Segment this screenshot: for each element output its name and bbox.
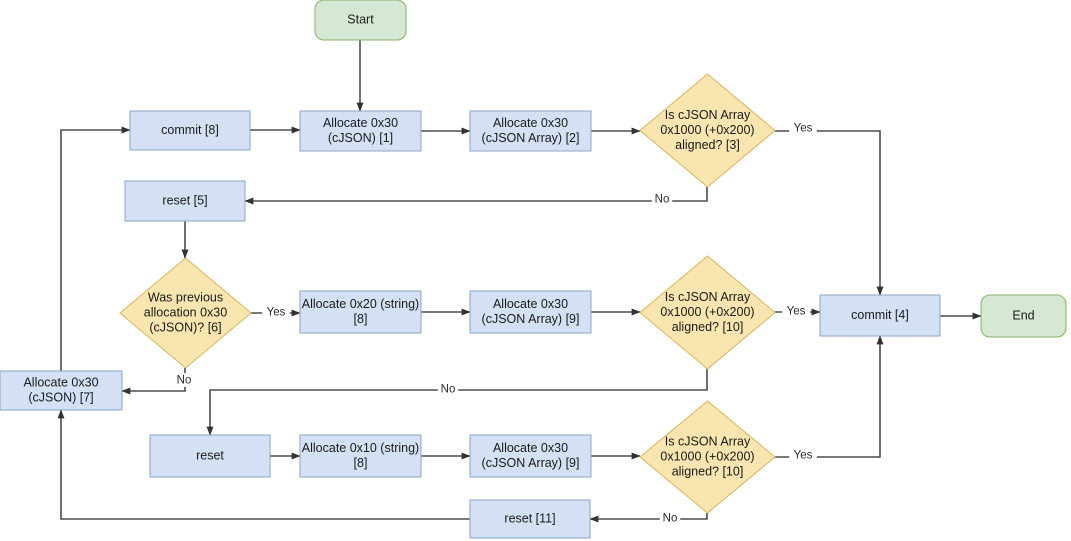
node-label-line: Allocate 0x20 (string) xyxy=(302,297,419,311)
node-commit8[interactable]: commit [8] xyxy=(129,110,251,151)
edge-label: No xyxy=(177,375,192,387)
edge-d3-to-reset5: No xyxy=(244,187,708,206)
process-shape xyxy=(129,110,251,151)
node-label-line: [8] xyxy=(354,312,368,326)
node-label-line: Allocate 0x30 xyxy=(493,297,568,311)
edge-reset11-to-n7 xyxy=(57,409,470,520)
node-label-line: Allocate 0x30 xyxy=(323,116,398,130)
terminator-shape xyxy=(314,0,407,41)
decision-shape xyxy=(639,255,776,370)
node-label-line: End xyxy=(1012,308,1034,322)
node-label-line: Allocate 0x30 xyxy=(23,375,98,389)
node-label-line: reset xyxy=(196,448,224,462)
edge-d10b-to-commit4: Yes xyxy=(775,335,884,462)
node-end[interactable]: End xyxy=(980,294,1067,338)
decision-shape xyxy=(119,257,252,369)
node-label-line: Is cJSON Array xyxy=(665,434,751,448)
edge-label-bg xyxy=(262,305,290,319)
node-label-line: (cJSON Array) [9] xyxy=(482,312,580,326)
node-n7[interactable]: Allocate 0x30(cJSON) [7] xyxy=(0,370,123,411)
process-shape xyxy=(469,434,592,478)
process-shape xyxy=(469,499,591,539)
node-label-line: 0x1000 (+0x200) xyxy=(660,305,754,319)
edge-d3-to-commit4: Yes xyxy=(775,121,884,296)
edge-label-bg xyxy=(782,304,810,318)
node-label-line: (cJSON Array) [9] xyxy=(482,456,580,470)
process-shape xyxy=(299,290,422,334)
node-label-line: [8] xyxy=(354,456,368,470)
process-shape xyxy=(124,180,246,222)
process-shape xyxy=(149,434,271,478)
node-label-line: commit [4] xyxy=(851,308,909,322)
edge-label-bg xyxy=(659,511,681,525)
edge-label: Yes xyxy=(267,307,286,319)
node-label-line: (cJSON) [7] xyxy=(28,390,93,404)
node-n1[interactable]: Allocate 0x30(cJSON) [1] xyxy=(299,110,422,152)
edge-n7-to-commit8 xyxy=(60,126,131,371)
node-label-line: Was previous xyxy=(148,290,223,304)
node-label-line: 0x1000 (+0x200) xyxy=(660,123,754,137)
edge-d10b-to-reset11: No xyxy=(589,511,708,525)
process-shape xyxy=(469,290,592,334)
node-n8b[interactable]: Allocate 0x10 (string)[8] xyxy=(299,434,422,478)
node-label-line: Allocate 0x30 xyxy=(493,116,568,130)
node-label-line: reset [11] xyxy=(504,511,555,525)
edge-d10a-to-resetb: No xyxy=(206,369,708,436)
node-reset5[interactable]: reset [5] xyxy=(124,180,246,222)
edge-label-bg xyxy=(789,121,817,135)
edge-label: Yes xyxy=(787,306,806,318)
edge-label: Yes xyxy=(794,450,813,462)
process-shape xyxy=(469,110,592,152)
edge-d10a-to-commit4: Yes xyxy=(775,304,821,318)
node-label-line: (cJSON) [1] xyxy=(328,131,393,145)
node-n8a[interactable]: Allocate 0x20 (string)[8] xyxy=(299,290,422,334)
edge-label-bg xyxy=(173,373,195,387)
node-label-line: aligned? [3] xyxy=(675,138,740,152)
edge-label-bg xyxy=(437,382,459,396)
node-label-line: Is cJSON Array xyxy=(665,108,751,122)
node-label-line: commit [8] xyxy=(161,123,219,137)
node-commit4[interactable]: commit [4] xyxy=(819,294,941,337)
process-shape xyxy=(299,434,422,478)
edge-d6-to-n7: No xyxy=(121,368,195,395)
edge-label: No xyxy=(655,194,670,206)
node-n9b[interactable]: Allocate 0x30(cJSON Array) [9] xyxy=(469,434,592,478)
edge-label-bg xyxy=(789,448,817,462)
process-shape xyxy=(0,370,123,411)
edge-d6-to-n8a: Yes xyxy=(251,305,301,319)
node-n9a[interactable]: Allocate 0x30(cJSON Array) [9] xyxy=(469,290,592,334)
node-label-line: Allocate 0x10 (string) xyxy=(302,441,419,455)
process-shape xyxy=(819,294,941,337)
decision-shape xyxy=(639,400,776,514)
node-label-line: Is cJSON Array xyxy=(665,290,751,304)
node-label-line: Start xyxy=(347,12,374,26)
node-label-line: Allocate 0x30 xyxy=(493,441,568,455)
edge-label: No xyxy=(663,513,678,525)
node-n2[interactable]: Allocate 0x30(cJSON Array) [2] xyxy=(469,110,592,152)
edge-label-bg xyxy=(651,192,673,206)
node-label-line: aligned? [10] xyxy=(672,464,744,478)
node-label-line: (cJSON Array) [2] xyxy=(482,131,580,145)
process-shape xyxy=(299,110,422,152)
node-start[interactable]: Start xyxy=(314,0,407,41)
edge-label: Yes xyxy=(794,123,813,135)
node-label-line: 0x1000 (+0x200) xyxy=(660,449,754,463)
node-reset11[interactable]: reset [11] xyxy=(469,499,591,539)
node-label-line: reset [5] xyxy=(162,193,207,207)
decision-shape xyxy=(639,73,776,188)
edge-label: No xyxy=(441,384,456,396)
node-label-line: (cJSON)? [6] xyxy=(149,320,221,334)
node-label-line: aligned? [10] xyxy=(672,320,744,334)
node-label-line: allocation 0x30 xyxy=(144,305,227,319)
terminator-shape xyxy=(980,294,1067,338)
node-resetb[interactable]: reset xyxy=(149,434,271,478)
